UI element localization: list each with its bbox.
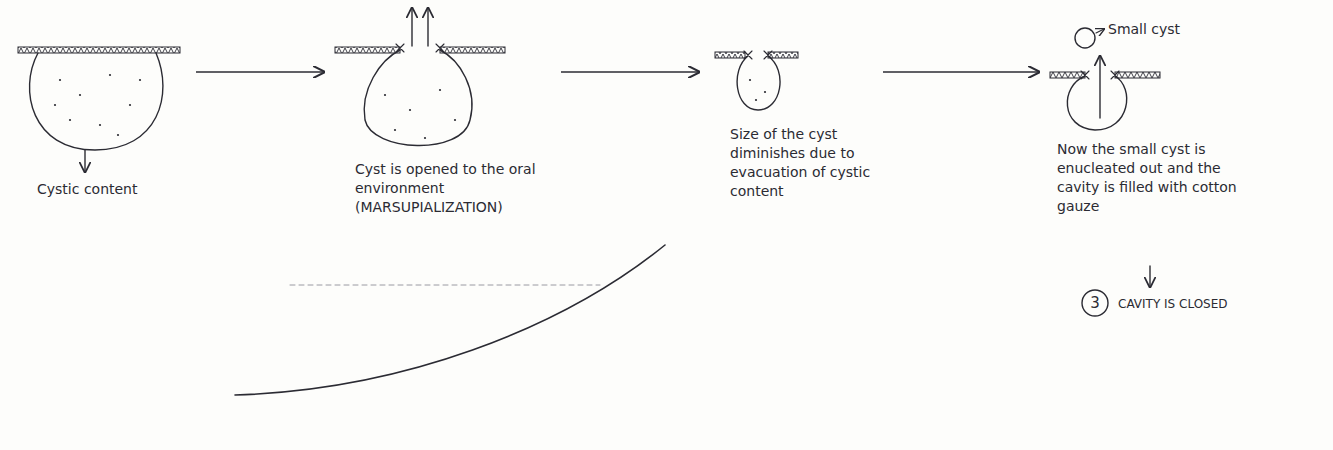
step-arrow [196,71,324,72]
drain-arrow [411,8,412,46]
stage-step: Cystic content [15,40,190,203]
stage-step: Now the small cyst is enucleated out and… [1045,40,1250,220]
drain-arrow [427,8,428,46]
mucosa-band [440,47,505,53]
suture-mark [396,44,444,52]
small-cyst [1075,28,1095,48]
cystic-dots [749,79,766,101]
step-note: Size of the cyst diminishes due to evacu… [730,125,873,201]
stage-step: Size of the cyst diminishes due to evacu… [705,40,877,205]
cystic-dots [54,74,141,136]
note-label: Small cyst [1108,20,1180,38]
mucosa-band [1050,72,1085,78]
step-arrow [561,71,699,72]
suture-mark [744,51,772,59]
step-arrow [883,71,1039,72]
leader-arrow [1149,266,1150,287]
cyst-wall [737,56,780,110]
cystic-dots [384,89,456,139]
mucosa-band [768,52,798,58]
pointer-arrow [1096,29,1104,33]
mucosa-band [335,47,400,53]
step-note: Cystic content [37,180,186,199]
pointer-arrow [84,150,85,172]
cavity-wall [1067,76,1126,130]
callout-number: 3 [1087,293,1103,313]
dashed-rule [290,285,600,286]
mucosa-band [18,47,180,53]
step-note: Now the small cyst is enucleated out and… [1057,140,1246,216]
removal-arrow [1099,56,1100,118]
step-note: Cyst is opened to the oral environment [355,160,551,198]
number-circle [1082,290,1108,316]
pen-stroke [235,245,665,395]
stage-step: Cyst is opened to the oral environment(M… [330,40,555,221]
mucosa-band [1115,72,1160,78]
cyst-wall [30,53,163,150]
cyst-wall [364,50,472,146]
note-label: CAVITY IS CLOSED [1118,296,1228,312]
step-note: (MARSUPIALIZATION) [355,198,551,217]
mucosa-band [715,52,745,58]
